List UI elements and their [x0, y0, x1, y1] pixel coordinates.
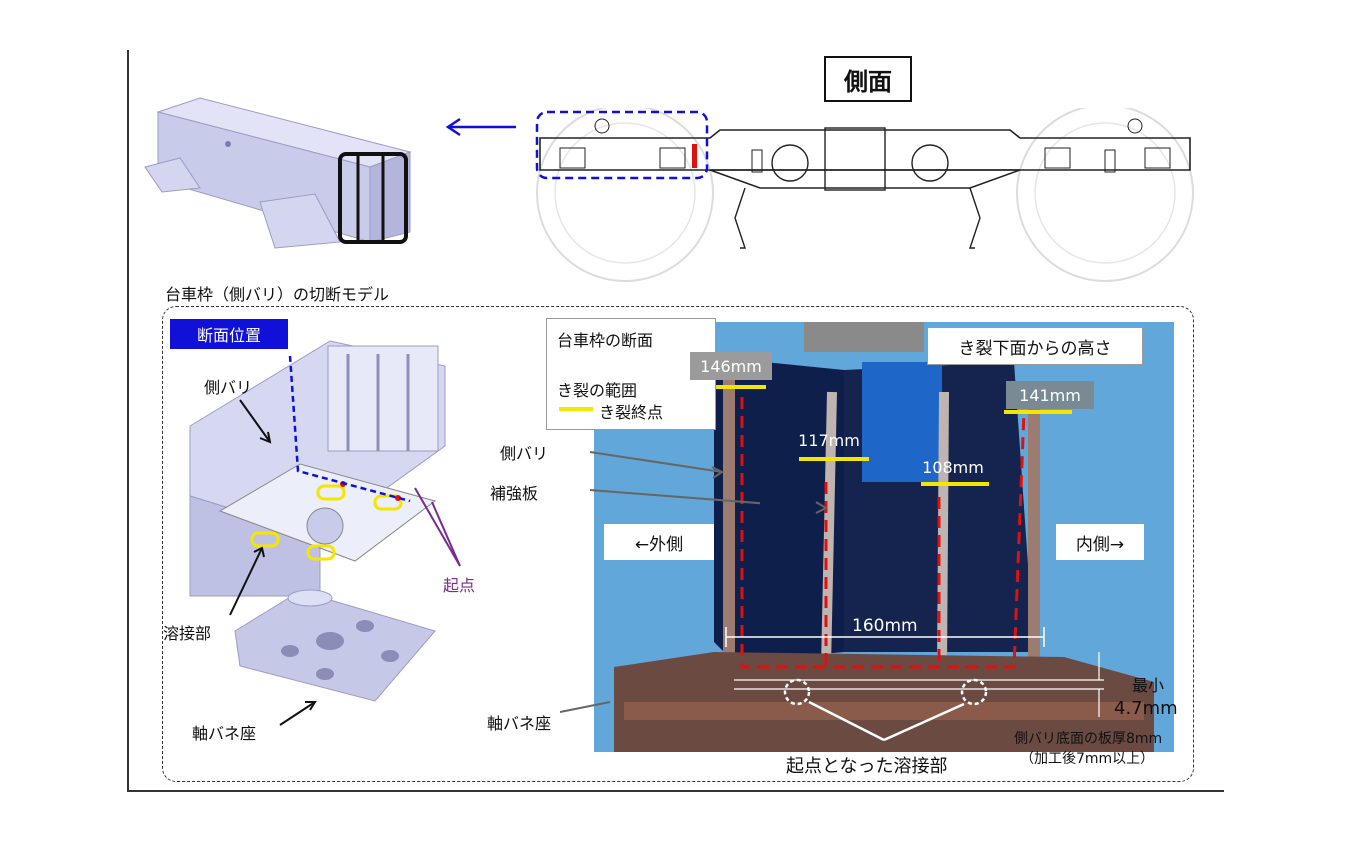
bogie-side-view-drawing: [535, 108, 1194, 282]
inner-side-label: 内側→: [1056, 524, 1144, 560]
photo-label-reinforcement: 補強板: [490, 484, 539, 503]
photo-label-side-beam: 側バリ: [500, 444, 549, 463]
label-origin: 起点: [443, 576, 476, 595]
legend-box: 台車枠の断面 き裂の範囲 き裂終点: [546, 318, 716, 430]
thickness-note: 側バリ底面の板厚8mm: [1014, 731, 1163, 747]
thickness-note-processed: （加工後7mm以上）: [1020, 751, 1155, 767]
left-label-arrows: [229, 399, 461, 726]
cutaway-model-caption: 台車枠（側バリ）の切断モデル: [165, 285, 390, 304]
legend-crack-endpoint: き裂終点: [599, 403, 664, 422]
frame-left-line: [127, 50, 129, 792]
outer-side-label: ←外側: [604, 524, 714, 560]
cutaway-model-illustration: [144, 97, 412, 249]
min-value: 4.7mm: [1114, 698, 1178, 719]
detail-panel: [162, 306, 1194, 782]
photo-label-spring-seat: 軸バネ座: [487, 714, 552, 733]
origin-weld-label: 起点となった溶接部: [786, 756, 948, 777]
measurement-117: 117mm: [798, 430, 860, 450]
photo-label-arrows: [560, 451, 760, 713]
measurement-108: 108mm: [922, 457, 984, 477]
width-measure-label: 160mm: [852, 616, 918, 636]
legend-crack-range: き裂の範囲: [557, 381, 638, 400]
measurement-141: 141mm: [1006, 381, 1094, 409]
legend-yellow-line: [559, 407, 593, 411]
side-view-title: 側面: [824, 56, 912, 102]
crack-height-title: き裂下面からの高さ: [927, 327, 1143, 365]
left-arrow-icon: [445, 117, 516, 137]
exploded-model-illustration: [189, 340, 446, 702]
measurement-146: 146mm: [690, 352, 772, 380]
legend-title: 台車枠の断面: [557, 331, 654, 350]
label-spring-seat: 軸バネ座: [192, 724, 257, 743]
section-position-label: 断面位置: [170, 319, 288, 349]
label-side-beam: 側バリ: [204, 378, 253, 397]
min-label: 最小: [1132, 676, 1165, 695]
reinforcement-arrow: [815, 501, 829, 514]
label-weld: 溶接部: [163, 624, 212, 643]
frame-bottom-line: [127, 790, 1224, 792]
